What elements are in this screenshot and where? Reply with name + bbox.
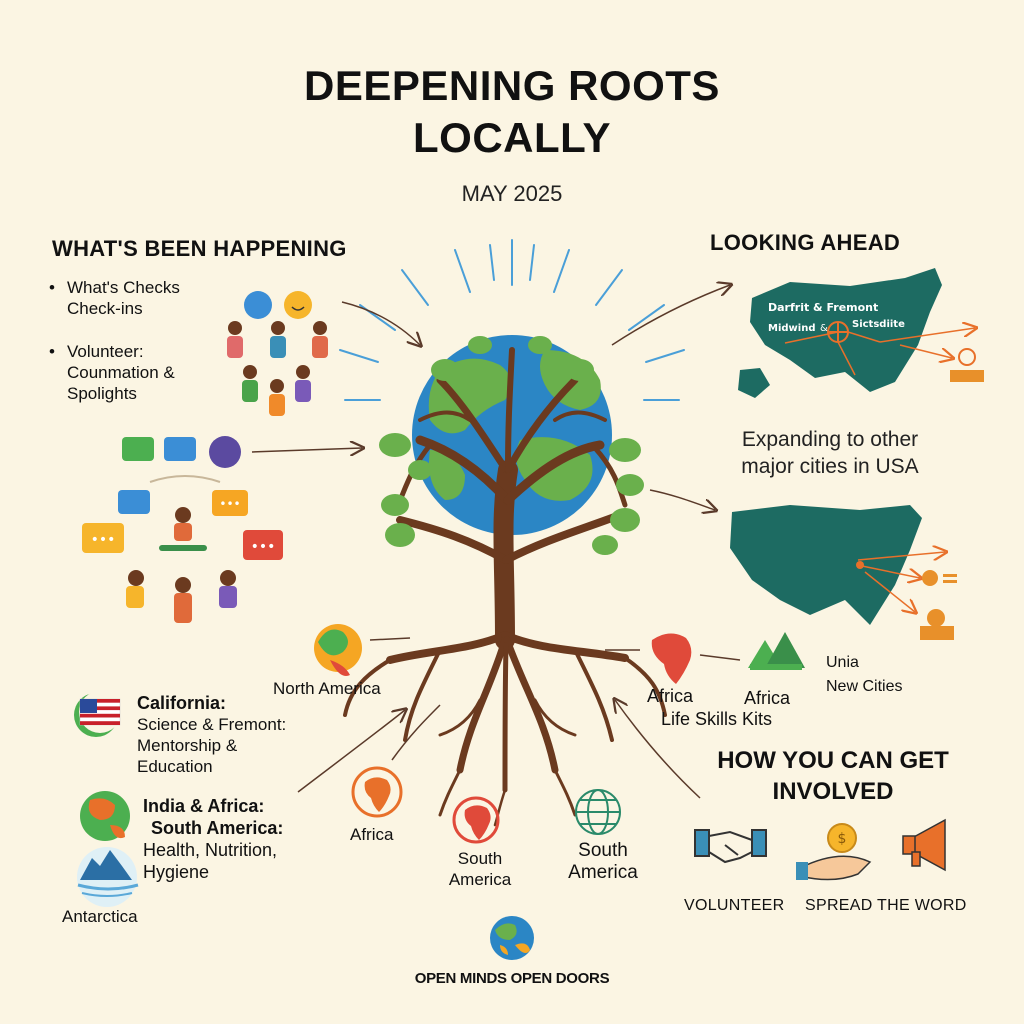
handshake-icon [694,829,767,864]
africa-icon-center [452,796,500,844]
ahead-heading: LOOKING AHEAD [710,230,901,255]
map-label-1: Darfrit & Fremont [768,301,878,314]
iceberg-icon [77,847,139,907]
label-new-cities: New Cities [826,678,903,695]
tree-roots [343,631,667,827]
map-label-3: & [820,323,828,334]
page-title: DEEPENING ROOTS LOCALLY [0,60,1024,164]
involved-heading: HOW YOU CAN GET INVOLVED [717,747,949,805]
africa-red-icon [651,633,692,684]
svg-text:•••: ••• [91,532,116,548]
connector-arrows [251,285,741,799]
usa-map-top [738,268,984,398]
usa-flag-icon [74,691,121,737]
footer-logo-text: OPEN MINDS OPEN DOORS [414,970,610,987]
africa-icon-left [351,766,403,818]
label-south-america-right: South America [568,840,638,883]
svg-text:•••: ••• [219,497,240,511]
north-america-globe-icon [314,624,362,676]
happening-bullet-2: Volunteer: Counmation & Spolights [49,341,175,404]
label-africa-root: Africa [350,825,394,844]
happening-heading: WHAT'S BEEN HAPPENING [52,236,347,261]
india-africa-block: India & Africa: South America: Health, N… [143,796,284,882]
map-label-4: Sictsdiite [852,319,905,330]
ahead-expand-text: Expanding to other major cities in USA [741,428,919,478]
open-minds-logo-icon [490,916,534,960]
california-block: California: Science & Fremont: Mentorshi… [137,693,287,776]
usa-map-bottom [730,505,957,640]
mountains-icon [748,632,805,670]
spread-the-word-link[interactable]: SPREAD THE WORD [805,897,967,914]
page-date: MAY 2025 [461,181,563,206]
title-line-1: DEEPENING ROOTS [304,62,720,109]
title-line-2: LOCALLY [413,114,611,161]
label-life-skills: Life Skills Kits [661,709,773,729]
world-globe-icon [80,791,130,841]
label-africa-right: Africa [744,688,791,708]
label-north-america: North America [273,679,381,698]
chat-bubbles-icon: ••• ••• ••• [82,436,283,560]
happening-bullet-1: What's Checks Check-ins [49,277,180,319]
map-label-2: Midwind [768,323,815,334]
tree-leaves [379,336,644,555]
people-circle-icon [126,507,237,623]
label-unia: Unia [826,654,859,671]
label-south-america-left: South America [448,849,512,889]
label-africa-left: Africa [647,686,694,706]
coin-hand-icon: $ [796,823,872,881]
globe-grid-icon [575,789,621,835]
megaphone-icon [902,818,946,872]
svg-text:$: $ [838,831,847,847]
community-people-icon [227,291,328,416]
svg-text:•••: ••• [251,539,276,555]
label-antarctica: Antarctica [62,907,138,926]
volunteer-link[interactable]: VOLUNTEER [684,897,785,914]
